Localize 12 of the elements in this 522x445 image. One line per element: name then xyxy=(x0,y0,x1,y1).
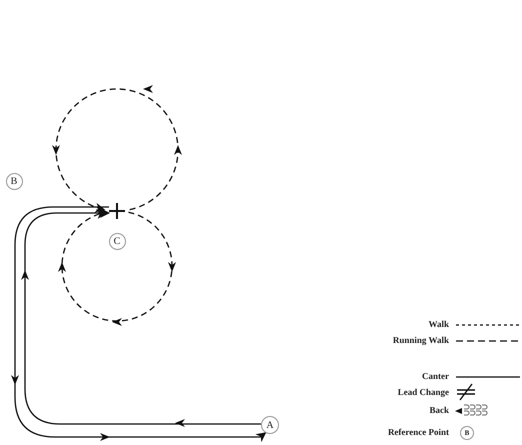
reference-point-marker: A xyxy=(261,416,279,434)
legend-text: Lead Change xyxy=(398,387,449,397)
legend-text: Running Walk xyxy=(392,335,449,345)
legend-text: Back xyxy=(429,405,449,415)
legend-text: Reference Point xyxy=(388,427,449,437)
cross-mark xyxy=(109,203,125,219)
reference-point-marker: C xyxy=(108,232,126,250)
legend-text: Canter xyxy=(422,371,449,381)
reference-point-marker: B xyxy=(6,172,22,190)
dashed-loop-path xyxy=(61,210,173,322)
legend-text: Walk xyxy=(428,319,449,329)
dashed-loop-path xyxy=(55,88,179,212)
